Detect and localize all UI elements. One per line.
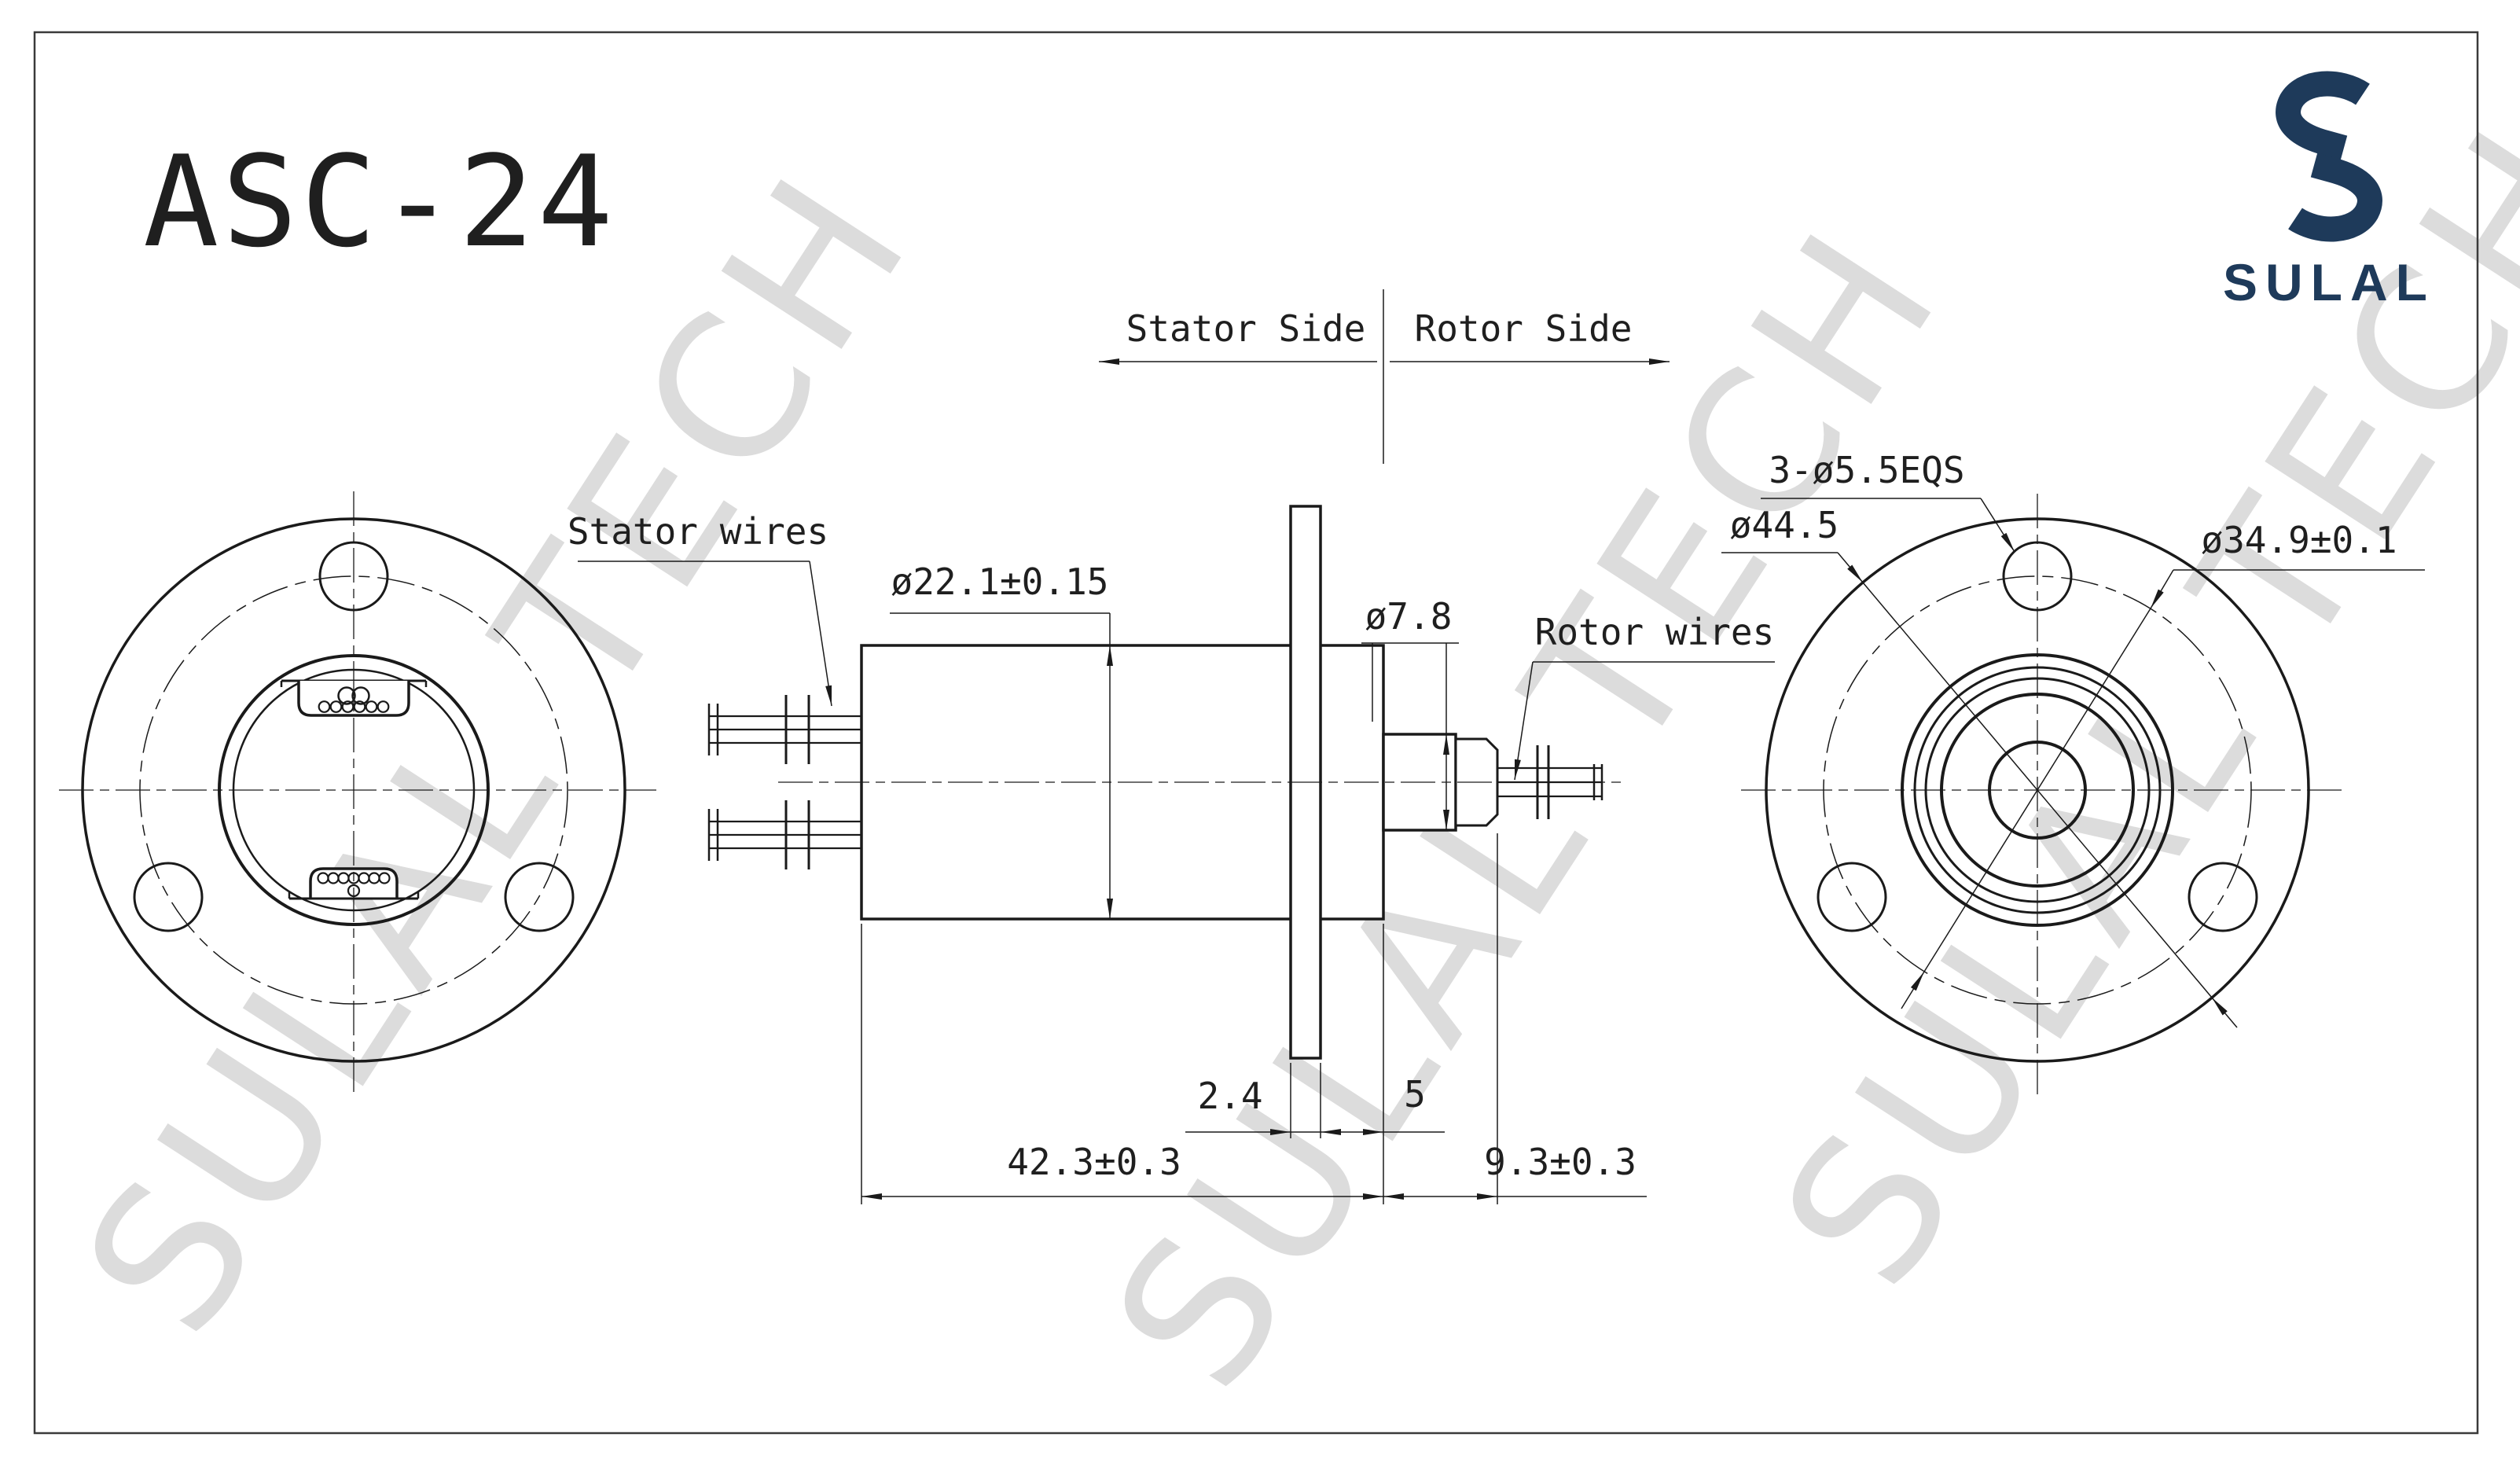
brand-logo: SULAL <box>2223 71 2435 311</box>
rotor-wires-label: Rotor wires <box>1535 611 1775 653</box>
front-bolt-hole-left <box>133 862 204 932</box>
rotor-side-label: Rotor Side <box>1415 307 1633 350</box>
rear-bolt-hole-right <box>2188 862 2258 932</box>
dim-stator-length-label: 42.3±0.3 <box>1007 1141 1181 1183</box>
orientation-header: Stator Side Rotor Side <box>1099 289 1670 464</box>
dim-shaft-diameter-label: ø7.8 <box>1365 595 1453 638</box>
dim-flange-diameter-label: ø44.5 <box>1730 504 1839 546</box>
wire-pin <box>341 700 354 713</box>
dim-rotor-length-label: 9.3±0.3 <box>1484 1141 1637 1183</box>
wire-pin <box>365 700 378 713</box>
dim-boss-length-label: 5 <box>1404 1073 1426 1116</box>
wire-pin <box>337 686 356 705</box>
wire-pin <box>351 686 370 705</box>
side-view-dimensions: Stator wires Rotor wires ø22.1±0.15 ø7.8… <box>568 510 1775 1204</box>
front-bolt-hole-right <box>504 862 575 932</box>
rear-view-dimensions: 3-ø5.5EQS ø44.5 ø34.9±0.1 <box>1721 449 2425 1028</box>
stator-side-label: Stator Side <box>1126 307 1366 350</box>
brand-name: SULAL <box>2223 253 2435 311</box>
wire-pin <box>318 700 331 713</box>
page-title: ASC-24 <box>143 128 616 275</box>
watermark-text-left: SULAL TECH <box>41 133 956 1372</box>
sheet-border <box>33 31 2479 1435</box>
wire-pin <box>329 700 343 713</box>
dim-bolt-holes-label: 3-ø5.5EQS <box>1769 449 1964 491</box>
rear-view <box>1741 494 2346 1094</box>
front-view <box>59 491 656 1093</box>
stator-wires-top <box>707 695 861 764</box>
side-view <box>707 505 1627 1060</box>
wire-pin <box>353 700 366 713</box>
dim-flange-thickness-label: 2.4 <box>1197 1075 1262 1117</box>
sulal-s-icon <box>2276 71 2382 242</box>
stator-wires-label: Stator wires <box>568 510 828 553</box>
stator-wires-bottom <box>707 800 861 869</box>
front-top-connector <box>280 679 428 717</box>
rear-bolt-hole-left <box>1817 862 1887 932</box>
dim-body-diameter-label: ø22.1±0.15 <box>891 561 1109 603</box>
drawing-title: ASC-24 <box>143 128 616 275</box>
dim-bolt-circle-label: ø34.9±0.1 <box>2201 519 2397 561</box>
wire-pin <box>378 872 391 884</box>
wire-pin <box>377 700 390 713</box>
